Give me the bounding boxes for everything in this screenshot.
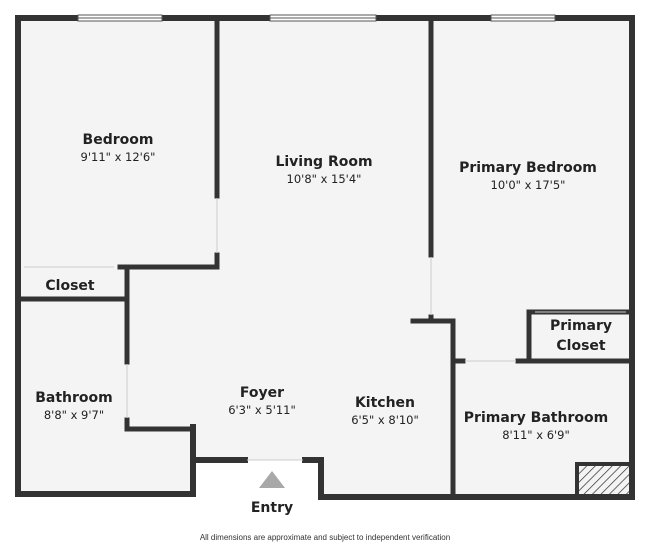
- floor-area: [18, 18, 632, 497]
- primary-closet-label-line2: Closet: [556, 338, 606, 354]
- bedroom-label: Bedroom: [83, 132, 154, 148]
- kitchen-label: Kitchen: [355, 395, 415, 411]
- shower-hatch: [579, 466, 630, 495]
- kitchen-dims: 6'5" x 8'10": [351, 413, 419, 427]
- primary-closet-label-line1: Primary: [550, 318, 612, 334]
- bathroom-dims: 8'8" x 9'7": [44, 408, 104, 422]
- entry-label: Entry: [251, 500, 293, 516]
- closet-label: Closet: [45, 278, 95, 294]
- door-openings: [24, 198, 626, 461]
- foyer-label: Foyer: [240, 385, 284, 401]
- primary-bathroom-label: Primary Bathroom: [464, 410, 608, 426]
- footnote: All dimensions are approximate and subje…: [200, 533, 450, 542]
- bathroom-label: Bathroom: [35, 390, 113, 406]
- living-room-dims: 10'8" x 15'4": [287, 172, 362, 186]
- entry-arrow-icon: [259, 471, 285, 488]
- bedroom-dims: 9'11" x 12'6": [81, 150, 156, 164]
- primary-bathroom-dims: 8'11" x 6'9": [502, 428, 570, 442]
- living-room-label: Living Room: [275, 154, 372, 170]
- primary-bedroom-label: Primary Bedroom: [459, 160, 597, 176]
- primary-bedroom-dims: 10'0" x 17'5": [491, 178, 566, 192]
- foyer-dims: 6'3" x 5'11": [228, 403, 296, 417]
